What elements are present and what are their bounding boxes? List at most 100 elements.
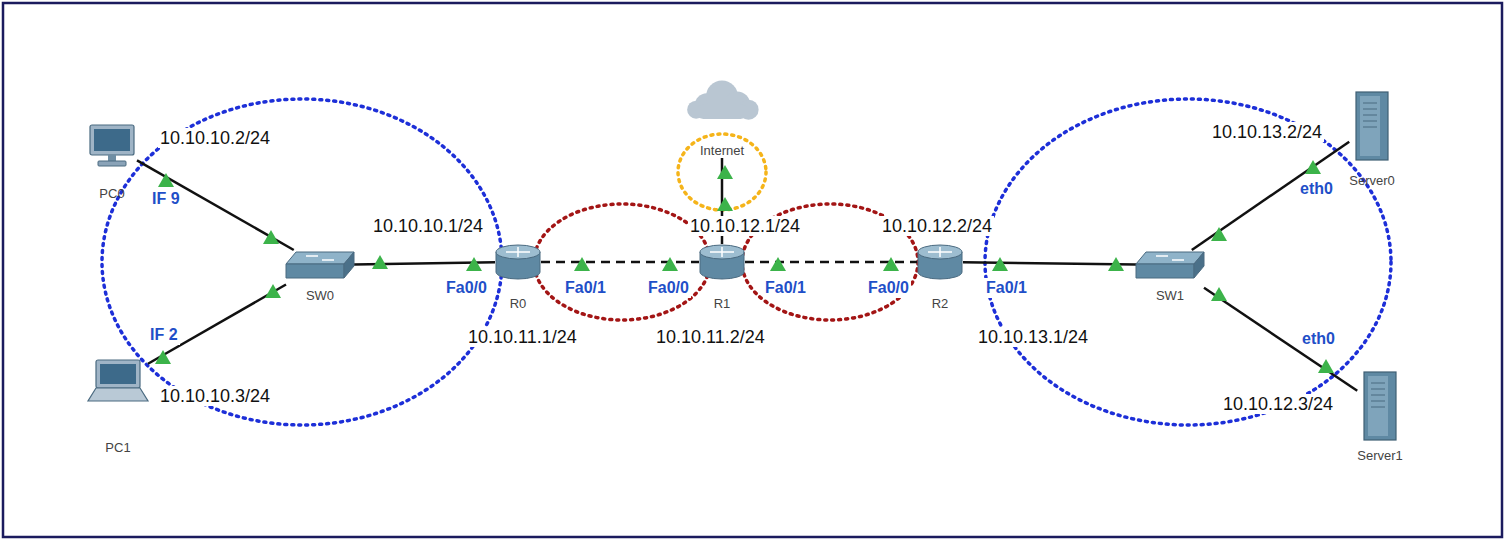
port-marker <box>717 197 733 211</box>
port-marker <box>1211 227 1227 241</box>
port-marker <box>1318 359 1334 373</box>
ip-address-label: 10.10.10.1/24 <box>371 216 485 236</box>
device-icon-part <box>1363 109 1377 110</box>
ip-address-label: 10.10.11.2/24 <box>654 327 767 347</box>
device-icon-part <box>1363 115 1377 116</box>
device-icon-part <box>1136 264 1194 278</box>
device-icon-part <box>695 104 748 119</box>
device-icon-part <box>1371 401 1385 402</box>
device-icon-part <box>1371 389 1385 390</box>
lan-region <box>102 99 502 425</box>
device-icon-part <box>1368 376 1388 436</box>
device-name: SW0 <box>306 288 334 303</box>
interface-label: Fa0/0 <box>444 278 489 298</box>
laptop-node: PC1 <box>88 359 148 455</box>
port-marker <box>992 257 1008 271</box>
device-icon-part <box>1371 383 1385 384</box>
device-icon-part <box>306 256 334 260</box>
device-icon-part <box>700 245 744 259</box>
device-icon-part <box>94 129 130 151</box>
device-icon <box>1355 91 1389 161</box>
ip-address-label: 10.10.12.2/24 <box>880 216 994 236</box>
device-icon-part <box>96 360 140 388</box>
pc-node: PC0 <box>87 124 137 201</box>
device-icon-part <box>506 247 530 257</box>
device-name: SW1 <box>1156 288 1184 303</box>
router-node: R1 <box>699 244 745 311</box>
interface-label: eth0 <box>1300 329 1337 349</box>
device-icon-part <box>98 161 126 166</box>
device-icon-part <box>286 252 354 264</box>
device-icon-part <box>108 155 116 161</box>
port-marker <box>265 284 281 298</box>
device-icon <box>87 124 137 168</box>
cloud-node: Internet <box>684 78 760 158</box>
network-link <box>1204 288 1357 391</box>
device-icon-part <box>1136 252 1204 264</box>
port-marker <box>263 230 279 244</box>
device-icon-part <box>496 245 540 259</box>
device-icon <box>917 244 963 280</box>
device-name: PC1 <box>105 440 130 455</box>
frame <box>3 3 1502 537</box>
device-icon <box>495 244 541 280</box>
device-icon-part <box>918 245 962 259</box>
device-icon-part <box>1360 96 1380 156</box>
device-icon-part <box>1371 407 1385 408</box>
network-link <box>137 160 294 250</box>
device-icon-part <box>1363 121 1377 122</box>
network-link <box>963 262 1136 264</box>
device-icon-part <box>1194 252 1204 278</box>
lan-region <box>985 99 1391 425</box>
interface-label: IF 9 <box>150 189 182 209</box>
ip-address-label: 10.10.11.1/24 <box>466 327 579 347</box>
router-node: R0 <box>495 244 541 311</box>
device-icon <box>286 250 354 280</box>
port-marker <box>883 257 899 271</box>
port-marker <box>574 257 590 271</box>
device-name: Server0 <box>1349 173 1395 188</box>
ip-address-label: 10.10.10.3/24 <box>158 386 272 406</box>
router-node: R2 <box>917 244 963 311</box>
device-icon-part <box>710 247 734 257</box>
device-icon <box>1363 371 1397 441</box>
device-icon-part <box>344 252 354 278</box>
port-marker <box>466 257 482 271</box>
device-name: PC0 <box>99 186 124 201</box>
interface-label: Fa0/0 <box>646 278 691 298</box>
port-marker <box>1211 287 1227 301</box>
ip-address-label: 10.10.13.2/24 <box>1210 122 1324 142</box>
interface-label: Fa0/1 <box>984 278 1029 298</box>
device-icon-part <box>1156 256 1184 260</box>
wan-link-region <box>534 204 710 320</box>
port-marker <box>158 173 174 187</box>
server-node: Server0 <box>1349 91 1395 188</box>
device-icon-part <box>1363 103 1377 104</box>
switch-node: SW1 <box>1136 250 1204 303</box>
interface-label: Fa0/0 <box>866 278 911 298</box>
ip-address-label: 10.10.12.3/24 <box>1221 394 1335 414</box>
device-icon-part <box>286 264 344 278</box>
device-name: Server1 <box>1357 448 1403 463</box>
network-link <box>1192 142 1349 250</box>
port-marker <box>717 165 733 179</box>
device-icon <box>699 244 745 280</box>
device-name: R1 <box>714 296 731 311</box>
port-marker <box>372 255 388 269</box>
device-icon-part <box>100 364 136 384</box>
ip-address-label: 10.10.13.1/24 <box>976 327 1090 347</box>
device-icon-part <box>1364 372 1396 440</box>
device-name: R0 <box>510 296 527 311</box>
device-icon-part <box>1371 395 1385 396</box>
switch-node: SW0 <box>286 250 354 303</box>
device-icon-part <box>1363 127 1377 128</box>
device-name: Internet <box>700 143 744 158</box>
device-name: R2 <box>932 296 949 311</box>
interface-label: Fa0/1 <box>563 278 608 298</box>
ip-address-label: 10.10.10.2/24 <box>158 128 272 148</box>
server-node: Server1 <box>1357 371 1403 463</box>
port-marker <box>662 257 678 271</box>
device-icon <box>1136 250 1204 280</box>
